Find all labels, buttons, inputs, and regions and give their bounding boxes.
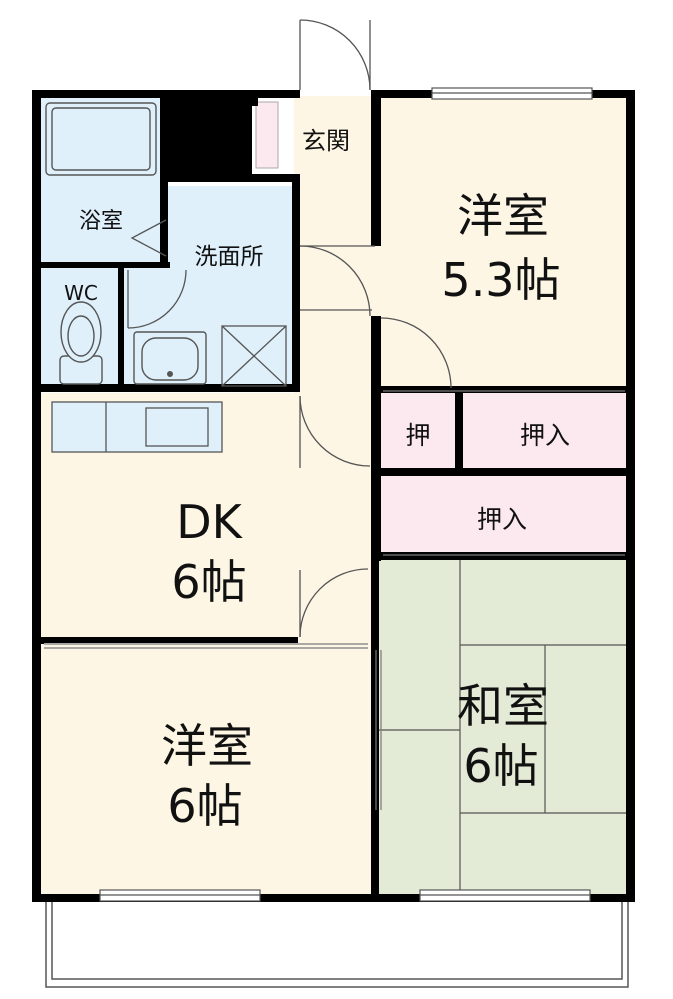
- japanese-size: 6帖: [463, 739, 538, 793]
- western1-name: 洋室: [457, 189, 549, 243]
- washbasin-icon: [133, 331, 207, 385]
- interior-walls: [38, 96, 629, 897]
- kitchen-counter-icon: [51, 401, 223, 453]
- room-western1-fill: [377, 96, 629, 390]
- western1-size: 5.3帖: [441, 253, 560, 307]
- closet-small-label: 押: [405, 421, 430, 450]
- closet-lower-label: 押入: [477, 505, 527, 534]
- balcony: [45, 896, 629, 988]
- toilet-icon: [59, 301, 103, 385]
- window-icon: [99, 87, 593, 902]
- dk-name: DK: [176, 495, 243, 549]
- hallway-fill: [294, 96, 377, 393]
- sliding-door-tracks: [44, 390, 625, 810]
- closet-small-fill: [377, 390, 457, 470]
- bath-label: 浴室: [79, 209, 123, 234]
- japanese-name: 和室: [457, 679, 549, 733]
- bathtub-icon: [45, 102, 157, 176]
- washing-machine-pan-icon: [221, 325, 287, 387]
- entrance-label: 玄関: [302, 127, 350, 155]
- door-swing-icon: [127, 19, 452, 638]
- room-japanese-fill: [377, 560, 629, 897]
- shoe-box-fill: [255, 101, 279, 169]
- closet-upper-fill: [462, 390, 629, 470]
- room-western2-fill: [38, 641, 377, 897]
- closet-upper-label: 押入: [520, 421, 570, 450]
- washroom-label: 洗面所: [195, 244, 264, 270]
- dk-size: 6帖: [171, 555, 246, 609]
- wc-label: WC: [64, 281, 98, 305]
- tatami-lines: [377, 560, 629, 897]
- western2-name: 洋室: [161, 719, 253, 773]
- closet-lower-fill: [377, 476, 629, 556]
- western2-size: 6帖: [167, 779, 242, 833]
